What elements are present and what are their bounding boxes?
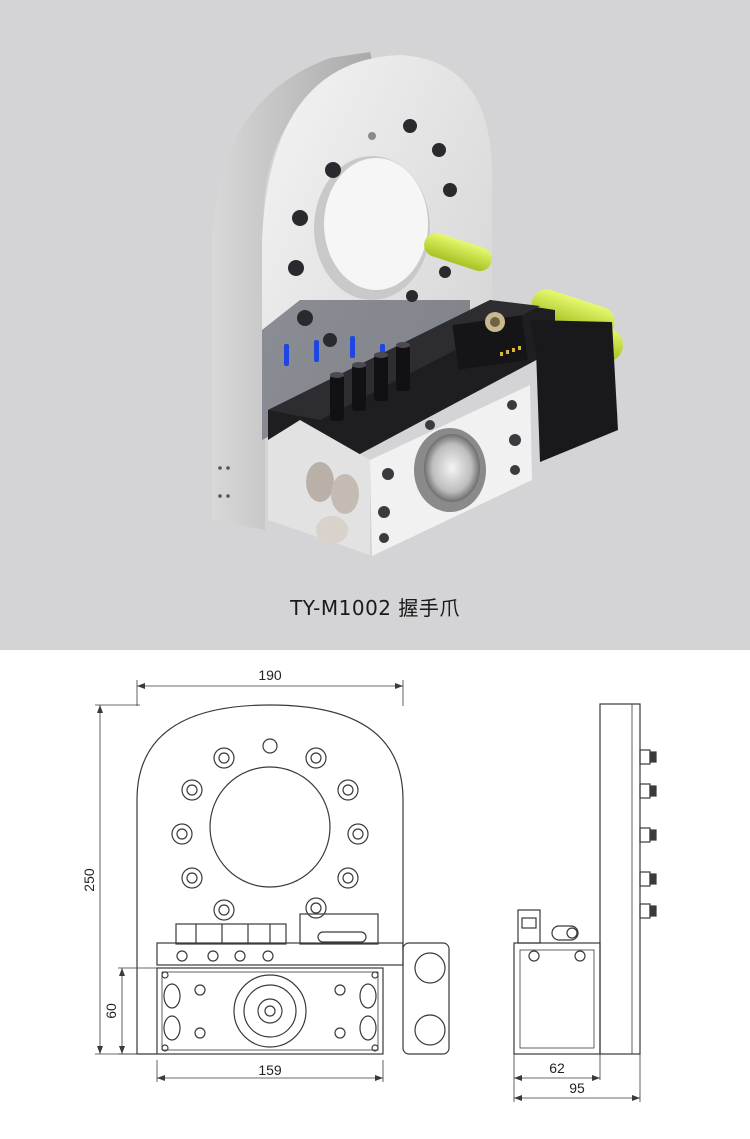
dim-block-height: 60 — [103, 1003, 119, 1019]
front-top-hole — [262, 738, 278, 754]
valve-cylinders — [330, 345, 410, 421]
cylinder-tops — [330, 342, 410, 378]
dim-side-total-depth: 95 — [569, 1080, 585, 1096]
dim-block-width: 159 — [258, 1062, 282, 1078]
clamp-rollers — [306, 462, 359, 544]
front-side-lug — [402, 942, 450, 1055]
plate-side — [212, 52, 372, 530]
plate-side-marks — [218, 466, 230, 498]
front-gripper-block — [156, 967, 384, 1055]
technical-drawing: 190 250 60 159 — [81, 667, 657, 1102]
technical-drawing-panel: 190 250 60 159 — [0, 650, 750, 1134]
front-center-bore — [209, 766, 331, 888]
side-plate — [599, 703, 641, 1055]
yellow-guide-rod — [424, 232, 492, 272]
electrical-connector — [452, 315, 528, 370]
center-bore-inner — [324, 158, 428, 290]
front-view — [136, 704, 450, 1055]
front-manifold — [156, 913, 404, 966]
front-bolt-ring — [171, 747, 369, 921]
front-dimensions — [95, 680, 404, 1082]
side-view — [513, 703, 657, 1055]
side-fittings — [639, 749, 657, 919]
side-dimensions — [513, 1054, 641, 1102]
front-dimension-arrows — [97, 683, 403, 1081]
lens-glass — [424, 434, 480, 502]
product-render — [212, 52, 623, 556]
side-bracket — [530, 320, 618, 462]
side-dimension-arrows — [514, 1075, 640, 1101]
block-holes — [378, 400, 521, 543]
side-pin — [551, 925, 579, 941]
plate-bolt-holes — [288, 119, 457, 347]
dim-side-inner-depth: 62 — [549, 1060, 565, 1076]
side-connector — [517, 909, 541, 944]
front-plate-outline — [136, 704, 404, 1055]
product-caption: TY-M1002 握手爪 — [290, 596, 460, 620]
dim-overall-height: 250 — [81, 868, 97, 892]
side-block — [513, 942, 601, 1055]
product-photo-panel: TY-M1002 握手爪 — [0, 0, 750, 650]
dim-overall-width: 190 — [258, 667, 282, 683]
connector-pins — [500, 346, 521, 356]
